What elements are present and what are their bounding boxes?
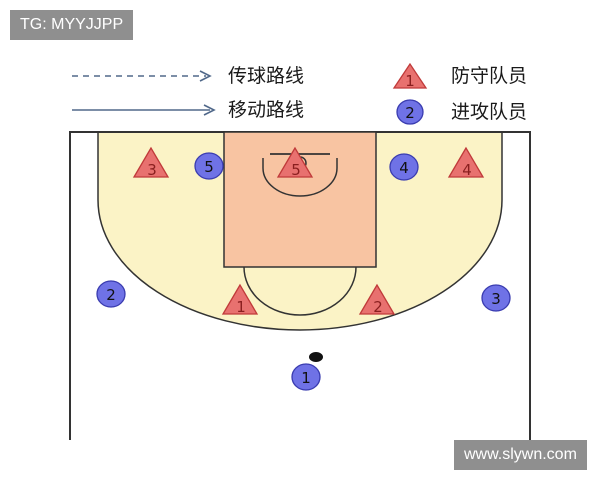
svg-text:2: 2: [106, 286, 116, 304]
svg-text:5: 5: [291, 161, 301, 179]
svg-text:2: 2: [373, 298, 383, 316]
svg-text:3: 3: [147, 161, 157, 179]
free-throw-arc: [243, 266, 357, 316]
watermark-bottom-right: www.slywn.com: [454, 440, 587, 470]
paint-area: [223, 131, 377, 268]
defender-1: 1: [221, 283, 259, 316]
svg-text:2: 2: [405, 104, 415, 122]
legend-pass-route-line: [72, 70, 212, 82]
defender-5: 5: [276, 146, 314, 179]
defender-3: 3: [132, 146, 170, 179]
attacker-5: 5: [194, 152, 224, 180]
attacker-4: 4: [389, 153, 419, 181]
legend-defender-icon: 1: [392, 62, 428, 90]
attacker-3: 3: [481, 284, 511, 312]
watermark-top-left: TG: MYYJJPP: [10, 10, 134, 40]
defender-2: 2: [358, 283, 396, 316]
defender-4: 4: [447, 146, 485, 179]
attacker-2: 2: [96, 280, 126, 308]
svg-text:1: 1: [236, 298, 246, 316]
ball: [309, 352, 323, 362]
svg-text:5: 5: [204, 158, 214, 176]
svg-text:4: 4: [399, 159, 409, 177]
restricted-arc: [262, 158, 338, 197]
svg-text:4: 4: [462, 161, 472, 179]
legend-attacker-icon: 2: [396, 99, 424, 125]
svg-text:1: 1: [405, 72, 415, 90]
legend-attacker-label: 进攻队员: [451, 101, 528, 123]
legend-move-route-line: [72, 104, 216, 116]
svg-text:1: 1: [301, 369, 311, 387]
legend-defender-label: 防守队员: [451, 65, 528, 87]
attacker-1: 1: [291, 363, 321, 391]
svg-text:3: 3: [491, 290, 501, 308]
legend-move-route-label: 移动路线: [228, 99, 305, 121]
legend-pass-route-label: 传球路线: [228, 65, 305, 87]
